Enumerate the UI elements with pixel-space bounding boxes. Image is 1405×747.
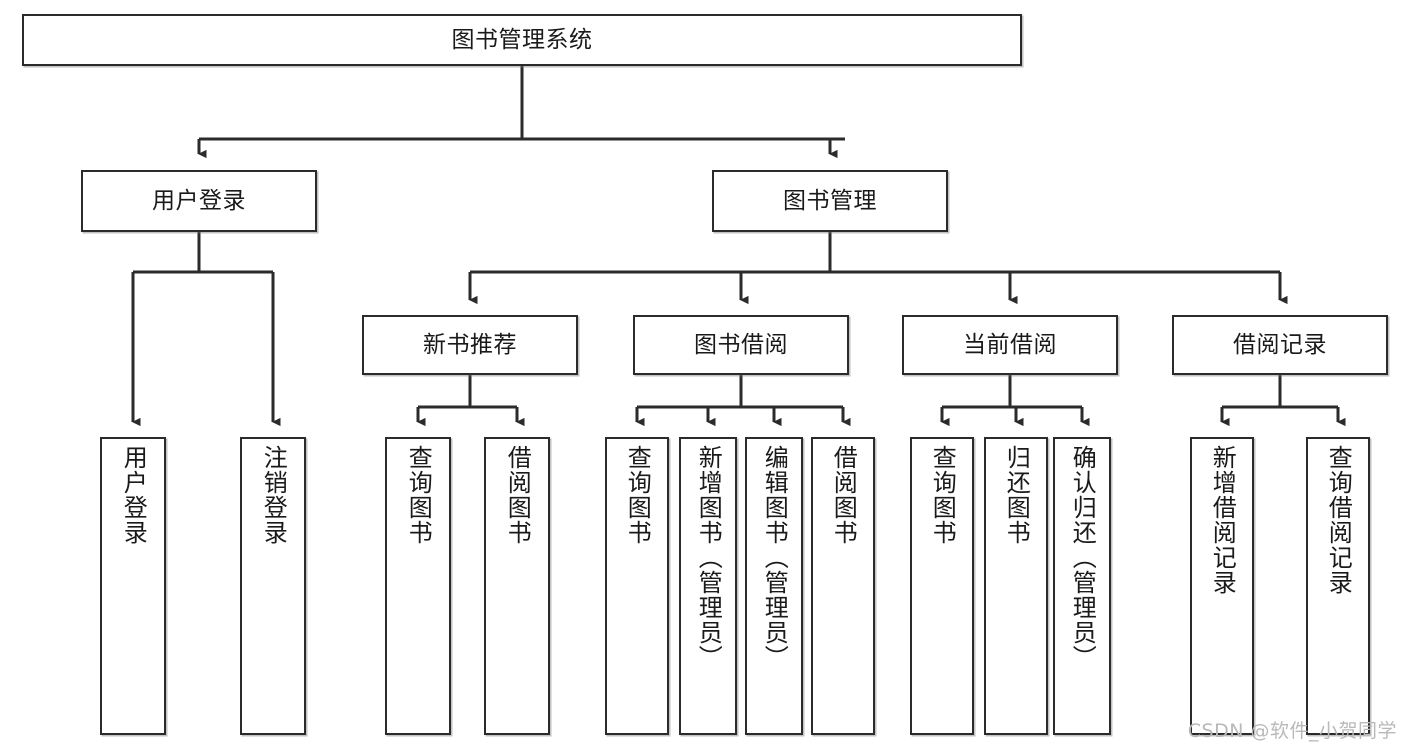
node-leaf-borrow-query-book-label: 查询图书 bbox=[623, 445, 652, 545]
node-leaf-borrow-borrow-book[interactable]: 借阅图书 bbox=[811, 437, 875, 735]
node-leaf-cur-confirm-return[interactable]: 确认归还（管理员） bbox=[1053, 437, 1111, 735]
node-leaf-borrow-edit-book[interactable]: 编辑图书（管理员） bbox=[745, 437, 803, 735]
node-leaf-borrow-add-book-label: 新增图书（管理员） bbox=[694, 445, 723, 670]
node-leaf-borrow-edit-book-label: 编辑图书（管理员） bbox=[760, 445, 789, 670]
node-leaf-cur-return-book-label: 归还图书 bbox=[1002, 445, 1031, 545]
node-leaf-user-logout[interactable]: 注销登录 bbox=[240, 437, 306, 735]
node-leaf-cur-return-book[interactable]: 归还图书 bbox=[984, 437, 1048, 735]
node-leaf-borrow-borrow-book-label: 借阅图书 bbox=[829, 445, 858, 545]
node-leaf-rec-query-book-label: 查询图书 bbox=[404, 445, 433, 545]
node-leaf-borrow-query-book[interactable]: 查询图书 bbox=[605, 437, 669, 735]
node-book-manage[interactable]: 图书管理 bbox=[712, 170, 948, 232]
node-leaf-rec-borrow-book-label: 借阅图书 bbox=[503, 445, 532, 545]
node-leaf-cur-query-book[interactable]: 查询图书 bbox=[910, 437, 974, 735]
node-leaf-cur-query-book-label: 查询图书 bbox=[928, 445, 957, 545]
node-leaf-rec-add-record[interactable]: 新增借阅记录 bbox=[1190, 437, 1254, 735]
node-new-book-rec[interactable]: 新书推荐 bbox=[362, 315, 578, 375]
node-leaf-user-login[interactable]: 用户登录 bbox=[100, 437, 166, 735]
node-book-borrow-label: 图书借阅 bbox=[694, 331, 788, 358]
node-leaf-rec-query-book[interactable]: 查询图书 bbox=[385, 437, 451, 735]
node-leaf-rec-query-record-label: 查询借阅记录 bbox=[1324, 445, 1353, 595]
node-root-system[interactable]: 图书管理系统 bbox=[22, 14, 1022, 66]
node-current-borrow[interactable]: 当前借阅 bbox=[902, 315, 1118, 375]
node-leaf-cur-confirm-return-label: 确认归还（管理员） bbox=[1068, 445, 1097, 670]
node-leaf-rec-query-record[interactable]: 查询借阅记录 bbox=[1306, 437, 1370, 735]
node-book-manage-label: 图书管理 bbox=[783, 187, 877, 214]
node-leaf-borrow-add-book[interactable]: 新增图书（管理员） bbox=[679, 437, 737, 735]
node-borrow-record-label: 借阅记录 bbox=[1233, 331, 1327, 358]
node-user-login-label: 用户登录 bbox=[152, 187, 246, 214]
node-leaf-user-logout-label: 注销登录 bbox=[259, 445, 288, 545]
node-borrow-record[interactable]: 借阅记录 bbox=[1172, 315, 1388, 375]
node-current-borrow-label: 当前借阅 bbox=[963, 331, 1057, 358]
watermark-text: CSDN @软件_小贺同学 bbox=[1187, 720, 1397, 742]
node-user-login[interactable]: 用户登录 bbox=[81, 170, 317, 232]
node-new-book-rec-label: 新书推荐 bbox=[423, 331, 517, 358]
node-book-borrow[interactable]: 图书借阅 bbox=[633, 315, 849, 375]
node-leaf-user-login-label: 用户登录 bbox=[119, 445, 148, 545]
node-root-system-label: 图书管理系统 bbox=[451, 26, 593, 53]
node-leaf-rec-add-record-label: 新增借阅记录 bbox=[1208, 445, 1237, 595]
node-leaf-rec-borrow-book[interactable]: 借阅图书 bbox=[484, 437, 550, 735]
